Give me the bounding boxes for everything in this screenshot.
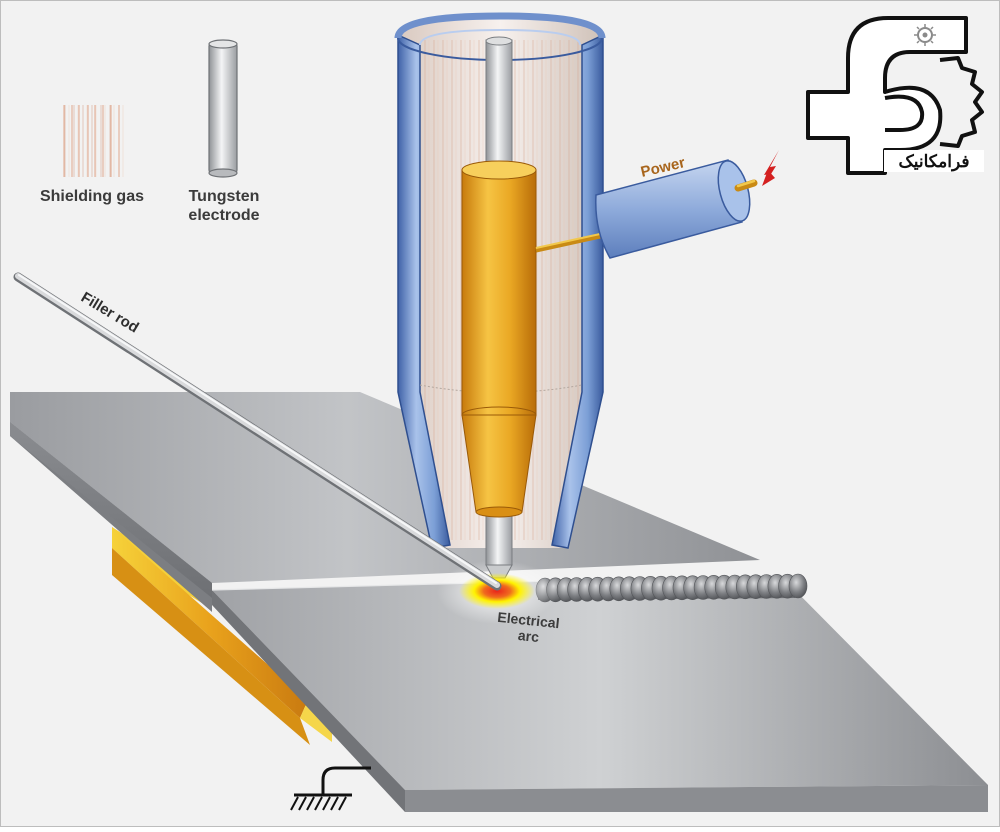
arc-label-line1: Electrical [497,609,561,631]
collet [461,160,537,518]
ground-symbol [290,766,371,811]
power-connector [535,159,758,259]
shielding-gas-label: Shielding gas [40,188,144,205]
shielding-gas-swatch [62,105,124,177]
weld-bead-ripple [788,573,808,599]
workpiece-plate-back [10,392,760,612]
tungsten-label-line2: electrode [188,207,259,224]
arc-label-line2: arc [517,627,540,645]
tungsten-electrode-swatch [208,39,238,178]
framecanic-logo: فرامکانیک [806,16,984,175]
tungsten-label-line1: Tungsten [189,188,260,205]
weld-bead [535,573,808,603]
lightning-bolt-icon [762,150,779,186]
workpiece-plate-front [211,574,988,812]
logo-text: فرامکانیک [899,152,970,172]
electrical-arc [459,573,535,609]
filler-rod [13,272,502,591]
